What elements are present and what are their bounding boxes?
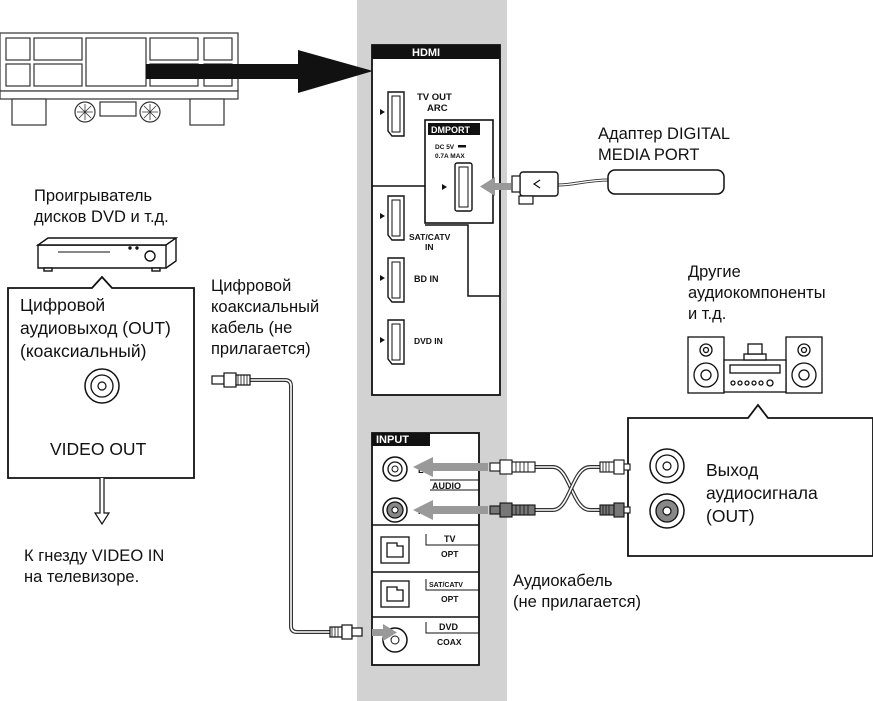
optical-jack-tv [380,536,410,564]
hdmi-connection-arrow [146,50,373,93]
audio-out-label: Выход аудиосигнала (OUT) [706,460,818,526]
sat-catv-opt-label: SAT/CATV [429,582,463,589]
stereo-system-icon [687,336,823,394]
dmport-adapter-icon [511,169,725,205]
coax-label: COAX [437,637,462,647]
tv-label: TV [444,534,456,544]
hdmi-port-bd-in [387,257,405,303]
audio-out-jack-right [649,493,685,529]
arc-label: ARC [427,103,448,114]
rca-jack-right [382,497,408,523]
digital-out-label: Цифровой аудиовыход (OUT) (коаксиальный) [20,295,171,361]
dmport-header: DMPORT [431,125,470,135]
hdmi-port-sat-catv [387,195,405,241]
other-audio-label: Другие аудиокомпоненты и т.д. [688,263,826,323]
coax-insert-arrow [372,624,397,641]
rca-jack-left [382,456,408,482]
sat-catv-label: SAT/CATV [409,232,451,242]
hdmi-header: HDMI [412,47,440,59]
dmport-insert-arrow [480,177,511,196]
video-in-note: К гнезду VIDEO IN на телевизоре. [24,547,165,586]
coaxial-cable [211,372,363,640]
audio-label: AUDIO [432,481,461,491]
hdmi-port-dvd-in [387,319,405,365]
tv-out-label: TV OUT [417,92,452,103]
sat-catv-in-label: IN [425,242,434,252]
hdmi-port-tv-out [387,91,405,137]
tv-icon [0,32,239,126]
audio-callout-box [627,403,873,557]
optical-jack-sat-catv [380,580,410,608]
dvd-player-label: Проигрыватель дисков DVD и т.д. [34,187,169,226]
input-header: INPUT [376,434,409,446]
tv-opt-label: OPT [441,549,459,559]
audio-cable [489,459,631,518]
audio-out-jack-left [649,448,685,484]
coax-cable-label: Цифровой коаксиальный кабель (не прилага… [211,277,320,358]
dvd-in-label: DVD IN [414,336,443,346]
dvd-coax-out-jack [84,368,120,404]
dc-rating-2: 0.7A MAX [435,153,465,160]
video-out-arrow [93,478,111,526]
dc-rating-1: DC 5V [435,144,455,151]
dvd-coax-label: DVD [439,622,459,632]
sat-catv-opt-type-label: OPT [441,594,459,604]
audio-cable-label: Аудиокабель (не прилагается) [513,572,642,611]
bd-in-label: BD IN [414,274,439,284]
audio-insert-arrows [413,457,488,520]
dvd-player-icon [35,237,179,272]
dmport-adapter-label: Адаптер DIGITAL MEDIA PORT [598,125,731,164]
dmport-jack [454,162,473,212]
video-out-label: VIDEO OUT [50,439,147,459]
